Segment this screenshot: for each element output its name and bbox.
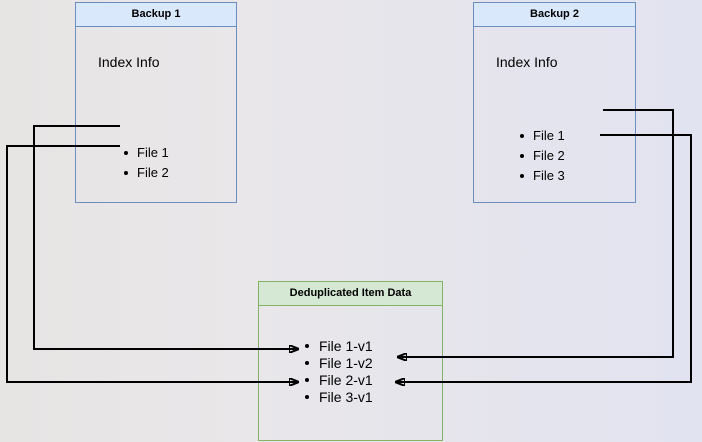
backup1-index-label: Index Info <box>98 54 160 70</box>
backup1-title: Backup 1 <box>76 3 236 27</box>
list-item[interactable]: File 3-v1 <box>305 389 373 406</box>
list-item[interactable]: File 1-v1 <box>305 338 373 355</box>
backup2-body: Index Info File 1 File 2 File 3 <box>474 27 635 202</box>
list-item[interactable]: File 1 <box>124 143 169 163</box>
list-item[interactable]: File 2 <box>124 163 169 183</box>
backup2-box[interactable]: Backup 2 Index Info File 1 File 2 File 3 <box>473 2 636 203</box>
dedup-title: Deduplicated Item Data <box>259 282 442 306</box>
list-item[interactable]: File 2-v1 <box>305 372 373 389</box>
backup2-file-list: File 1 File 2 File 3 <box>520 126 565 186</box>
deduplicated-item-data-box[interactable]: Deduplicated Item Data File 1-v1 File 1-… <box>258 281 443 441</box>
list-item[interactable]: File 2 <box>520 146 565 166</box>
dedup-item-list: File 1-v1 File 1-v2 File 2-v1 File 3-v1 <box>305 338 373 406</box>
list-item[interactable]: File 1-v2 <box>305 355 373 372</box>
backup2-title: Backup 2 <box>474 3 635 27</box>
backup1-box[interactable]: Backup 1 Index Info File 1 File 2 <box>75 2 237 203</box>
list-item[interactable]: File 3 <box>520 166 565 186</box>
backup1-body: Index Info File 1 File 2 <box>76 27 236 202</box>
backup2-index-label: Index Info <box>496 54 558 70</box>
backup1-file-list: File 1 File 2 <box>124 143 169 183</box>
dedup-body: File 1-v1 File 1-v2 File 2-v1 File 3-v1 <box>259 306 442 440</box>
list-item[interactable]: File 1 <box>520 126 565 146</box>
